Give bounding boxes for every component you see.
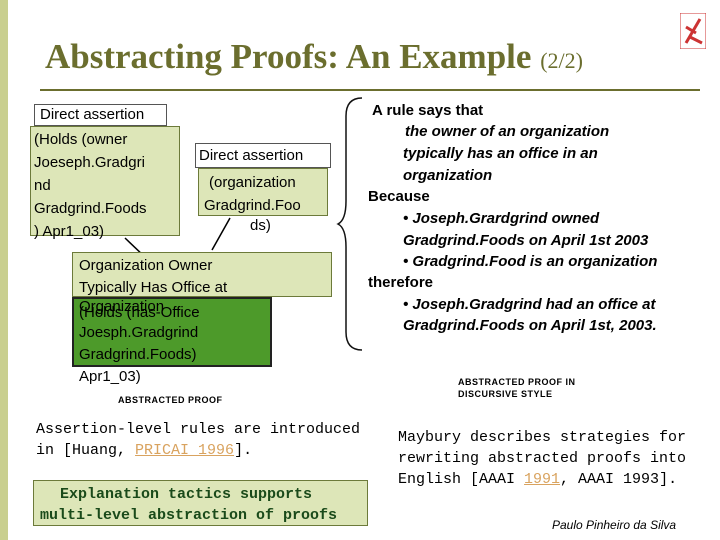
- left-decorative-band: [0, 0, 8, 540]
- discursive-line: Because: [368, 188, 430, 205]
- assertion-level-note-line1: Assertion-level rules are introduced: [36, 421, 361, 438]
- assertion1-line: ) Apr1_03): [34, 223, 105, 240]
- explanation-tactics-box: [33, 480, 368, 526]
- conclusion-line: (Holds (has-Office: [79, 304, 200, 321]
- conclusion-line: Apr1_03): [79, 368, 141, 385]
- discursive-line: typically has an office in an: [403, 145, 598, 162]
- discursive-line: therefore: [368, 274, 434, 291]
- discursive-line: Gradgrind.Foods on April 1st, 2003.: [403, 317, 657, 334]
- slide-title-text: Abstracting Proofs: An Example: [45, 37, 532, 76]
- slide-title-part: (2/2): [540, 48, 583, 73]
- discursive-line: the owner of an organization: [405, 123, 610, 140]
- conclusion-line: Gradgrind.Foods): [79, 346, 197, 363]
- maybury-note-line1: Maybury describes strategies for: [398, 429, 687, 446]
- assertion1-box: [30, 126, 180, 236]
- assertion2-header: Direct assertion: [199, 147, 304, 164]
- assertion2-line: Gradgrind.Foo: [204, 197, 301, 214]
- assertion2-header-box: [195, 143, 331, 168]
- pricai-1996-link[interactable]: PRICAI 1996: [135, 442, 235, 459]
- discursive-label-line1: ABSTRACTED PROOF IN: [458, 377, 576, 387]
- assertion2-line: (organization: [209, 174, 296, 191]
- discursive-line: A rule says that: [372, 102, 484, 119]
- maybury-note-pre: English [AAAI: [398, 471, 525, 488]
- brace-icon: [336, 97, 363, 351]
- discursive-line: • Joseph.Gradgrind had an office at: [403, 296, 656, 313]
- assertion1-line: (Holds (owner: [34, 131, 128, 148]
- abstracted-proof-label: ABSTRACTED PROOF: [118, 395, 223, 405]
- rule-line: Organization: [79, 298, 165, 315]
- assertion1-line: Gradgrind.Foods: [34, 200, 147, 217]
- conclusion-line: Joesph.Gradgrind: [79, 324, 199, 341]
- conclusion-box: [72, 297, 272, 367]
- explanation-tactics-line1: Explanation tactics supports: [60, 486, 313, 503]
- assertion-level-note-pre: in [Huang,: [36, 442, 136, 459]
- title-underline: [40, 89, 700, 91]
- slide-title: Abstracting Proofs: An Example (2/2): [45, 37, 583, 77]
- rule-line: Typically Has Office at: [79, 279, 228, 296]
- university-logo-icon: [680, 13, 706, 49]
- maybury-note-post: , AAAI 1993].: [560, 471, 678, 488]
- maybury-note-line2: rewriting abstracted proofs into: [398, 450, 687, 467]
- assertion2-line: ds): [250, 217, 271, 234]
- maybury-note-line3: English [AAAI 1991, AAAI 1993].: [398, 470, 677, 489]
- discursive-line: Gradgrind.Foods on April 1st 2003: [403, 232, 649, 249]
- discursive-line: • Gradgrind.Food is an organization: [403, 253, 658, 270]
- assertion1-line: Joeseph.Gradgri: [34, 154, 145, 171]
- assertion-level-note-line2: in [Huang, PRICAI 1996].: [36, 441, 252, 460]
- assertion-level-note-post: ].: [234, 442, 253, 459]
- explanation-tactics-line2: multi-level abstraction of proofs: [40, 507, 338, 524]
- aaai-1991-link[interactable]: 1991: [524, 471, 561, 488]
- discursive-line: organization: [403, 167, 493, 184]
- discursive-label-line2: DISCURSIVE STYLE: [458, 389, 553, 399]
- assertion1-header-box: [34, 104, 167, 126]
- discursive-line: • Joseph.Grardgrind owned: [403, 210, 600, 227]
- assertion2-box: [198, 168, 328, 216]
- rule-line: Organization Owner: [79, 257, 213, 274]
- rule-box: [72, 252, 332, 297]
- author-name: Paulo Pinheiro da Silva: [552, 518, 677, 532]
- assertion1-line: nd: [34, 177, 51, 194]
- assertion1-header: Direct assertion: [40, 106, 145, 123]
